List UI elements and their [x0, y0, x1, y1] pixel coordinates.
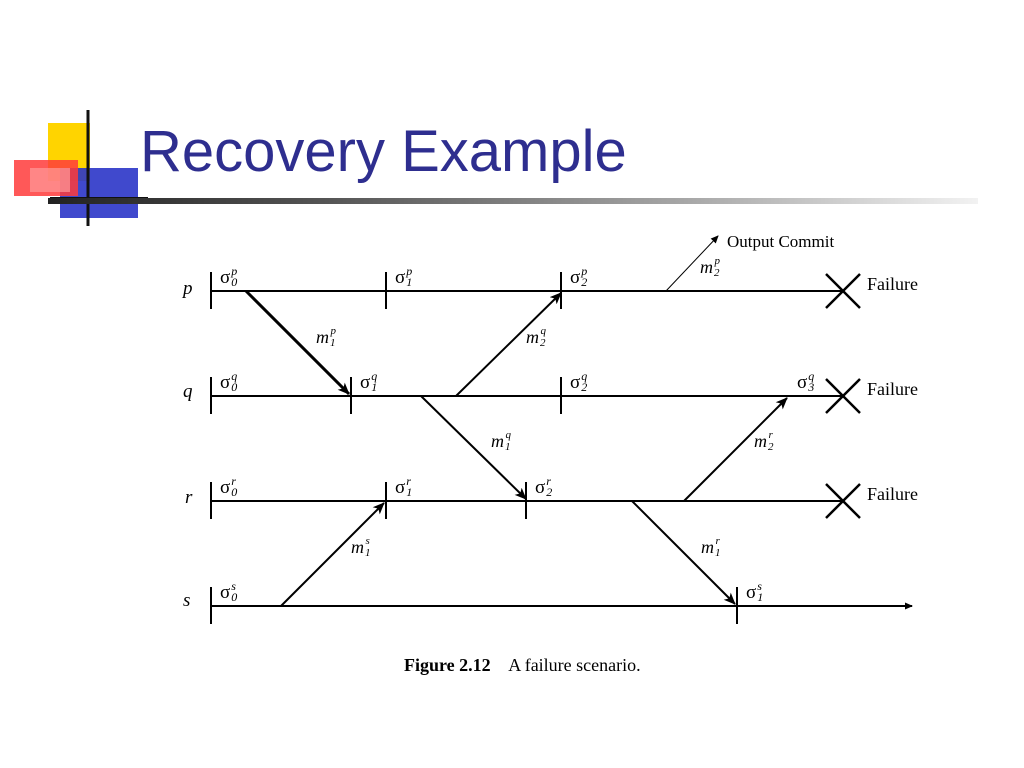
checkpoint-s0: σ [220, 582, 230, 603]
svg-text:m2r: m2r [754, 429, 774, 453]
svg-text:m2q: m2q [526, 325, 547, 349]
svg-text:m1s: m1s [351, 535, 371, 559]
message-arrow-m1r [631, 500, 736, 605]
svg-text:m1q: m1q [491, 429, 512, 453]
message-m2r: m [754, 431, 767, 451]
process-label-q: q [183, 381, 193, 402]
message-arrow-m1q [420, 395, 527, 500]
svg-text:σ1q: σ1q [360, 369, 377, 394]
checkpoint-s1: σ [746, 582, 756, 603]
failure-label-q: Failure [867, 379, 918, 399]
process-label-p: p [181, 278, 193, 299]
svg-text:σ1r: σ1r [395, 474, 412, 499]
svg-text:σ1p: σ1p [395, 264, 412, 289]
message-m1q: m [491, 431, 504, 451]
failure-cross-icons [825, 273, 861, 519]
checkpoint-r0: σ [220, 477, 230, 498]
message-m1r: m [701, 537, 714, 557]
message-m1p: m [316, 327, 329, 347]
svg-text:σ1s: σ1s [746, 579, 763, 604]
slide-title: Recovery Example [140, 119, 627, 184]
checkpoint-q1: σ [360, 372, 370, 393]
svg-text:σ2r: σ2r [535, 474, 552, 499]
checkpoint-q3: σ [797, 372, 807, 393]
checkpoint-q0: σ [220, 372, 230, 393]
checkpoint-ticks [210, 272, 738, 624]
svg-text:m1r: m1r [701, 535, 721, 559]
process-label-r: r [185, 487, 193, 508]
message-arrow-m1s [280, 502, 385, 607]
svg-text:σ0r: σ0r [220, 474, 237, 499]
checkpoint-q2: σ [570, 372, 580, 393]
message-m2p: m [700, 257, 713, 277]
svg-text:σ2q: σ2q [570, 369, 587, 394]
checkpoint-r2: σ [535, 477, 545, 498]
checkpoint-p0: σ [220, 267, 230, 288]
svg-text:σ0p: σ0p [220, 264, 237, 289]
svg-text:m2p: m2p [700, 255, 721, 279]
svg-text:σ2p: σ2p [570, 264, 587, 289]
checkpoint-r1: σ [395, 477, 405, 498]
checkpoint-p1: σ [395, 267, 405, 288]
figure-caption-text: A failure scenario. [508, 655, 640, 675]
message-arrows [244, 235, 788, 607]
message-m1s: m [351, 537, 364, 557]
process-label-s: s [183, 590, 190, 611]
message-arrow-m2q [455, 292, 562, 397]
svg-text:m1p: m1p [316, 325, 337, 349]
message-m2q: m [526, 327, 539, 347]
svg-text:σ3q: σ3q [797, 369, 814, 394]
title-underline [48, 198, 978, 204]
checkpoint-p2: σ [570, 267, 580, 288]
message-arrow-m1p [244, 289, 351, 396]
svg-text:σ0q: σ0q [220, 369, 237, 394]
failure-label-r: Failure [867, 484, 918, 504]
message-labels: m1p m2q m2p m1q m2r m1r m1s [316, 255, 774, 559]
figure-number: Figure 2.12 [404, 655, 491, 675]
checkpoint-labels: σ0p σ1p σ2p σ0q σ1q σ2q σ3q σ0r σ1r σ2r … [220, 264, 814, 604]
output-commit-arrow [665, 235, 719, 292]
figure-caption: Figure 2.12 A failure scenario. [404, 655, 641, 675]
failure-label-p: Failure [867, 274, 918, 294]
svg-text:σ0s: σ0s [220, 579, 237, 604]
message-arrow-m2r [683, 397, 788, 502]
output-commit-label: Output Commit [727, 232, 834, 251]
